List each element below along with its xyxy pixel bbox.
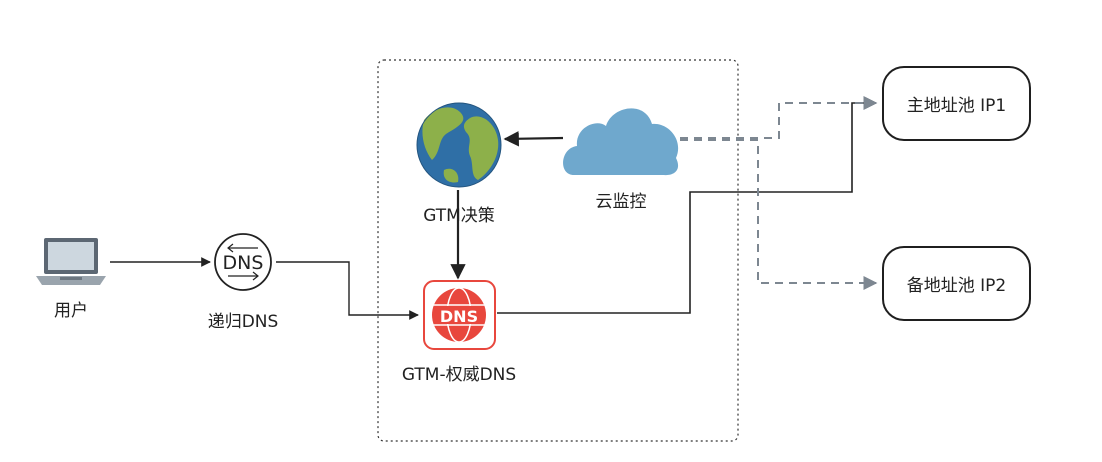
gtm-auth-dns-label: GTM-权威DNS <box>401 365 517 385</box>
gtm-decision-label: GTM决策 <box>423 206 495 226</box>
recursive-dns-label: 递归DNS <box>207 312 279 332</box>
edge-cloud-monitor-to-backup-pool-dashed <box>680 139 878 290</box>
edge-recursive-dns-to-gtm-auth-dns <box>276 261 419 320</box>
edge-cloud-monitor-to-gtm-decision <box>503 131 564 147</box>
edge-cloud-monitor-to-primary-pool-dashed <box>680 96 878 139</box>
gtm-group-container <box>377 59 739 442</box>
backup-pool-node: 备地址池 IP2 <box>882 246 1031 321</box>
dns-red-icon: DNS <box>423 280 496 350</box>
edge-gtm-auth-dns-to-primary-pool <box>497 97 878 314</box>
backup-pool-label: 备地址池 IP2 <box>906 276 1007 296</box>
laptop-icon <box>36 238 106 285</box>
user-label: 用户 <box>54 301 88 321</box>
cloud-monitor-label: 云监控 <box>595 192 647 212</box>
cloud-icon <box>563 108 679 176</box>
dns-icon: DNS <box>214 233 272 291</box>
globe-icon <box>416 102 502 188</box>
svg-text:DNS: DNS <box>223 252 264 274</box>
primary-pool-node: 主地址池 IP1 <box>882 66 1031 141</box>
primary-pool-label: 主地址池 IP1 <box>906 96 1007 116</box>
svg-text:DNS: DNS <box>440 307 478 326</box>
